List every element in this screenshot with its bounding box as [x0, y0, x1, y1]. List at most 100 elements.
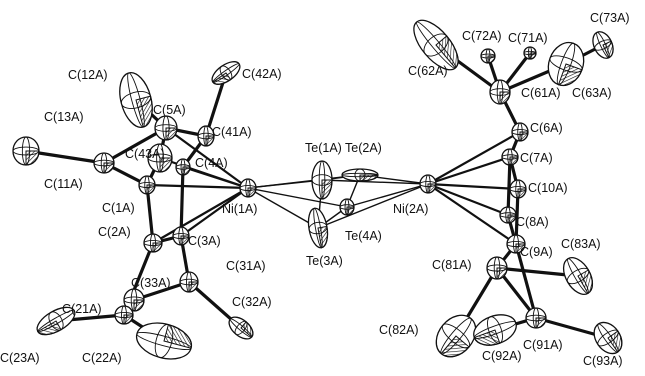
atom-c23a	[36, 306, 76, 336]
atom-label-c82a: C(82A)	[379, 323, 419, 337]
atom-label-c81a: C(81A)	[432, 258, 472, 272]
atom-label-te2a: Te(2A)	[345, 141, 382, 155]
atom-label-c10a: C(10A)	[528, 181, 568, 195]
atom-c3a	[172, 226, 190, 246]
atom-ni2a	[419, 174, 437, 194]
atom-c22a	[135, 322, 193, 360]
atom-c7a	[501, 148, 519, 166]
atom-c91a	[525, 307, 547, 329]
atom-label-c23a: C(23A)	[0, 351, 40, 365]
atom-label-c12a: C(12A)	[68, 68, 108, 82]
atom-c9a	[506, 234, 526, 254]
atom-label-c91a: C(91A)	[523, 338, 563, 352]
atom-label-c41a: C(41A)	[212, 125, 252, 139]
atom-label-c31a: C(31A)	[226, 259, 266, 273]
atom-label-ni1a: Ni(1A)	[222, 202, 257, 216]
bond-c1a-c2a	[145, 183, 155, 245]
atom-label-c32a: C(32A)	[232, 295, 272, 309]
atom-label-c61a: C(61A)	[521, 86, 561, 100]
atom-c12a	[119, 72, 153, 128]
atom-c33a	[123, 288, 145, 312]
atom-label-ni2a: Ni(2A)	[393, 202, 428, 216]
atom-label-te1a: Te(1A)	[305, 141, 342, 155]
atom-te2a	[341, 168, 379, 182]
atom-c83a	[562, 257, 594, 295]
atom-label-c8a: C(8A)	[516, 215, 549, 229]
atom-label-c72a: C(72A)	[462, 29, 502, 43]
bond-ni2a-c8a	[427, 182, 509, 217]
atom-c31a	[179, 271, 199, 293]
atom-label-c43a: C(43A)	[125, 147, 165, 161]
bond-ni1a-c1a	[146, 183, 249, 190]
bond-c7a-c8a	[506, 155, 512, 217]
atom-label-te4a: Te(4A)	[345, 229, 382, 243]
atom-label-c71a: C(71A)	[508, 31, 548, 45]
atom-c81a	[486, 256, 508, 280]
atom-label-c21a: C(21A)	[62, 302, 102, 316]
atom-c11a	[93, 152, 115, 174]
metal-bond-layer	[146, 127, 521, 245]
atom-label-c63a: C(63A)	[572, 86, 612, 100]
atom-c42a	[211, 61, 241, 85]
atom-c10a	[509, 179, 527, 199]
atom-label-c6a: C(6A)	[530, 121, 563, 135]
atom-label-c62a: C(62A)	[408, 64, 448, 78]
atom-c4a	[175, 158, 191, 176]
bond-ni2a-c6a	[427, 131, 521, 185]
atom-label-c2a: C(2A)	[98, 225, 131, 239]
atom-c61a	[489, 79, 511, 105]
atom-layer	[12, 19, 623, 360]
atom-te3a	[307, 207, 329, 249]
atom-c6a	[511, 122, 529, 142]
atom-ni1a	[239, 178, 257, 198]
atom-c21a	[114, 305, 134, 325]
atom-label-c7a: C(7A)	[520, 151, 553, 165]
atom-te1a	[311, 160, 333, 200]
atom-c43a	[147, 143, 173, 173]
bond-ni2a-te1a	[321, 179, 429, 185]
bond-c9a-c91a	[514, 242, 538, 320]
atom-label-c4a: C(4A)	[195, 156, 228, 170]
atom-c13a	[12, 136, 40, 166]
atom-label-c9a: C(9A)	[520, 245, 553, 259]
bond-ni2a-c7a	[427, 155, 511, 186]
bond-ni1a-te3a	[247, 187, 319, 229]
atom-label-c33a: C(33A)	[131, 276, 171, 290]
atom-c8a	[499, 206, 517, 224]
atom-c93a	[593, 321, 623, 355]
atom-label-c73a: C(73A)	[590, 11, 630, 25]
atom-c2a	[143, 233, 163, 253]
bond-ni1a-c2a	[152, 187, 249, 244]
atom-c1a	[138, 175, 156, 195]
atom-label-te3a: Te(3A)	[306, 254, 343, 268]
bond-ni1a-c3a	[180, 187, 249, 237]
bond-ni2a-te3a	[317, 183, 429, 229]
bond-ni1a-c5a	[165, 127, 249, 189]
atom-c73a	[592, 31, 614, 59]
atom-c72a	[480, 48, 496, 64]
atom-c41a	[197, 125, 215, 147]
bond-c3a-c4a	[179, 165, 185, 238]
bond-ni2a-te4a	[346, 183, 429, 208]
atom-c32a	[228, 316, 254, 340]
atom-label-c5a: C(5A)	[153, 103, 186, 117]
label-layer: C(73A) C(72A) C(71A) C(62A) C(61A) C(63A) C(6A…	[0, 11, 630, 368]
atom-label-c93a: C(93A)	[583, 354, 623, 368]
atom-c5a	[154, 115, 178, 141]
atom-c63a	[547, 41, 585, 87]
atom-label-c1a: C(1A)	[102, 201, 135, 215]
atom-label-c13a: C(13A)	[44, 110, 84, 124]
atom-label-c11a: C(11A)	[44, 177, 83, 191]
atom-label-c92a: C(92A)	[482, 349, 522, 363]
atom-label-c83a: C(83A)	[561, 237, 601, 251]
atom-te4a	[339, 198, 355, 216]
atom-c92a	[473, 314, 517, 346]
bond-ni2a-c9a	[427, 183, 517, 245]
bond-ni1a-c43a	[159, 156, 249, 190]
atom-c62a	[413, 19, 459, 71]
atom-label-c3a: C(3A)	[188, 234, 221, 248]
bond-ni2a-c10a	[427, 182, 519, 191]
atom-label-c42a: C(42A)	[242, 67, 282, 81]
